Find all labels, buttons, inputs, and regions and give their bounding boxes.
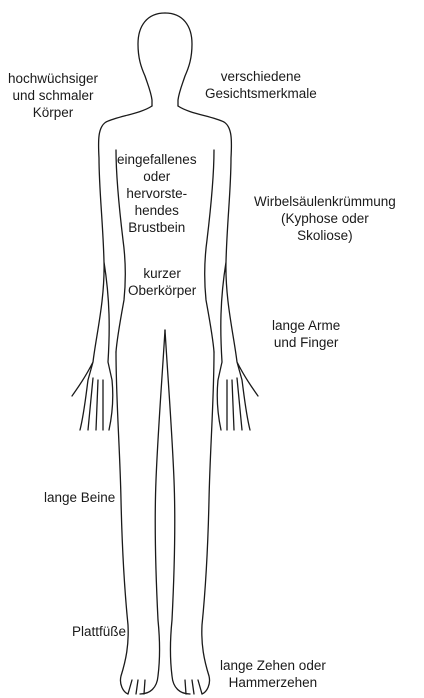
label-line: Gesichtsmerkmale: [205, 85, 317, 102]
label-line: hochwüchsiger: [8, 70, 98, 87]
label-short-torso: kurzer Oberkörper: [128, 265, 196, 299]
label-long-legs: lange Beine: [44, 489, 115, 506]
label-facial-features: verschiedene Gesichtsmerkmale: [205, 68, 317, 102]
label-line: Wirbelsäulenkrümmung: [254, 193, 396, 210]
label-line: lange Beine: [44, 489, 115, 506]
label-chest: eingefallenes oder hervorste- hendes Bru…: [117, 151, 197, 236]
label-line: und schmaler: [8, 87, 98, 104]
label-long-arms: lange Arme und Finger: [272, 317, 340, 351]
label-line: lange Arme: [272, 317, 340, 334]
label-spine-curvature: Wirbelsäulenkrümmung (Kyphose oder Skoli…: [254, 193, 396, 244]
label-line: hervorste-: [117, 185, 197, 202]
label-line: Oberkörper: [128, 282, 196, 299]
label-line: (Kyphose oder: [254, 210, 396, 227]
label-flat-feet: Plattfüße: [72, 623, 126, 640]
label-line: verschiedene: [205, 68, 317, 85]
label-long-toes: lange Zehen oder Hammerzehen: [220, 657, 326, 691]
label-line: kurzer: [128, 265, 196, 282]
label-line: Körper: [8, 104, 98, 121]
label-line: lange Zehen oder: [220, 657, 326, 674]
label-line: Plattfüße: [72, 623, 126, 640]
label-tall-thin-body: hochwüchsiger und schmaler Körper: [8, 70, 98, 121]
right-leg-outline: [202, 352, 214, 694]
head-outline: [138, 13, 165, 106]
label-line: oder: [117, 168, 197, 185]
label-line: Brustbein: [117, 219, 197, 236]
left-leg-outline: [116, 352, 128, 694]
label-line: und Finger: [272, 334, 340, 351]
label-line: Skoliose): [254, 227, 396, 244]
label-line: Hammerzehen: [220, 674, 326, 691]
label-line: eingefallenes: [117, 151, 197, 168]
label-line: hendes: [117, 202, 197, 219]
